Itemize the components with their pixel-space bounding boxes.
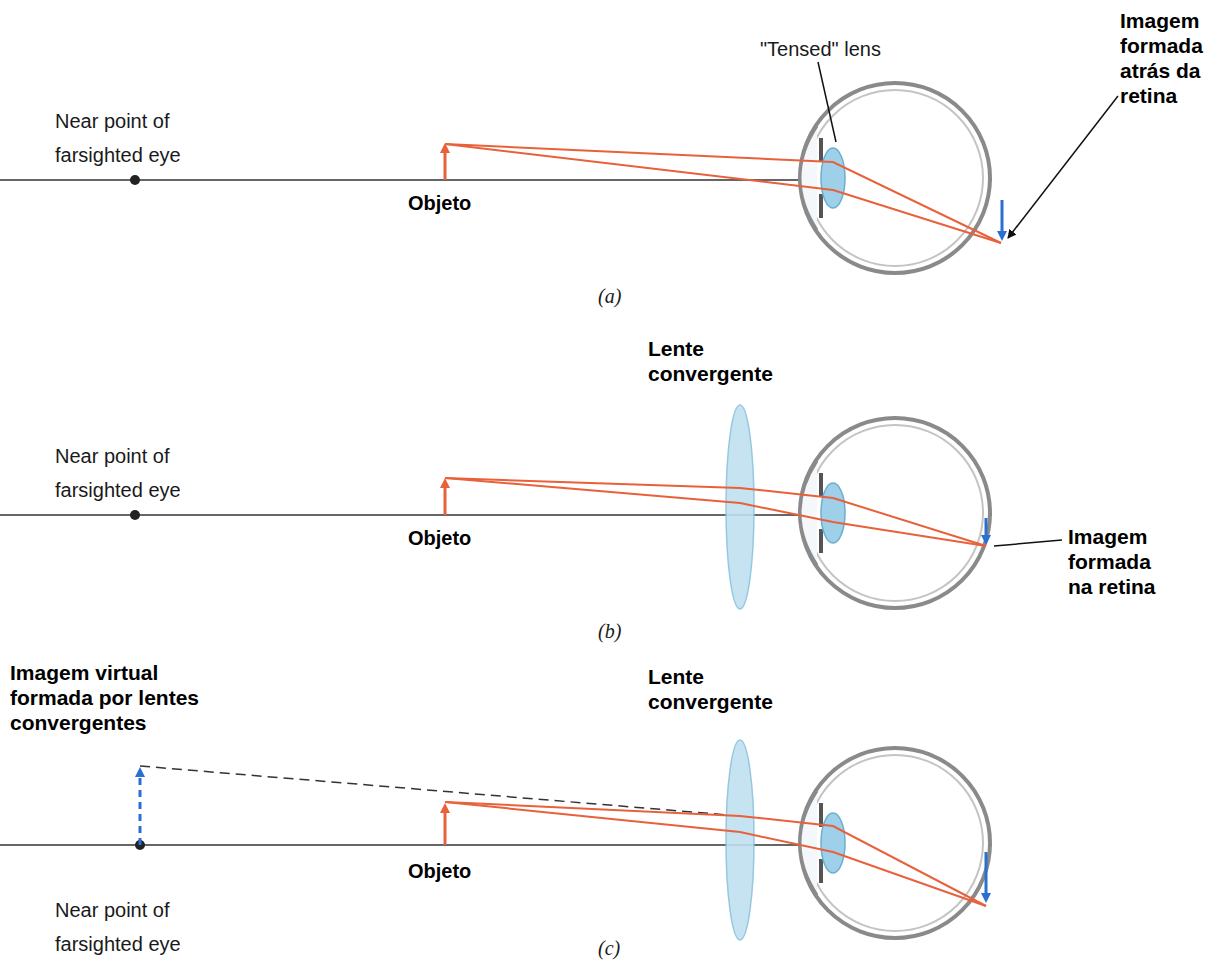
object-label: Objeto	[408, 192, 471, 215]
lens-label: "Tensed" lens	[760, 32, 881, 66]
image-label: Imagem formada na retina	[1064, 522, 1184, 601]
object-label: Objeto	[408, 860, 471, 883]
near-point-label: Near point of farsighted eye	[55, 439, 220, 507]
near-point-label: Near point of farsighted eye	[55, 893, 220, 961]
panel-caption: (c)	[598, 937, 620, 960]
lens-label: Lente convergente	[648, 664, 798, 714]
image-label: Imagem formada atrás da retina	[1120, 8, 1220, 108]
virtual-image-label: Imagem virtual formada por lentes conver…	[10, 660, 242, 735]
panel-caption: (a)	[598, 285, 621, 308]
panel-caption: (b)	[598, 620, 621, 643]
lens-label: Lente convergente	[648, 336, 798, 386]
object-label: Objeto	[408, 527, 471, 550]
near-point-label: Near point of farsighted eye	[55, 104, 220, 172]
